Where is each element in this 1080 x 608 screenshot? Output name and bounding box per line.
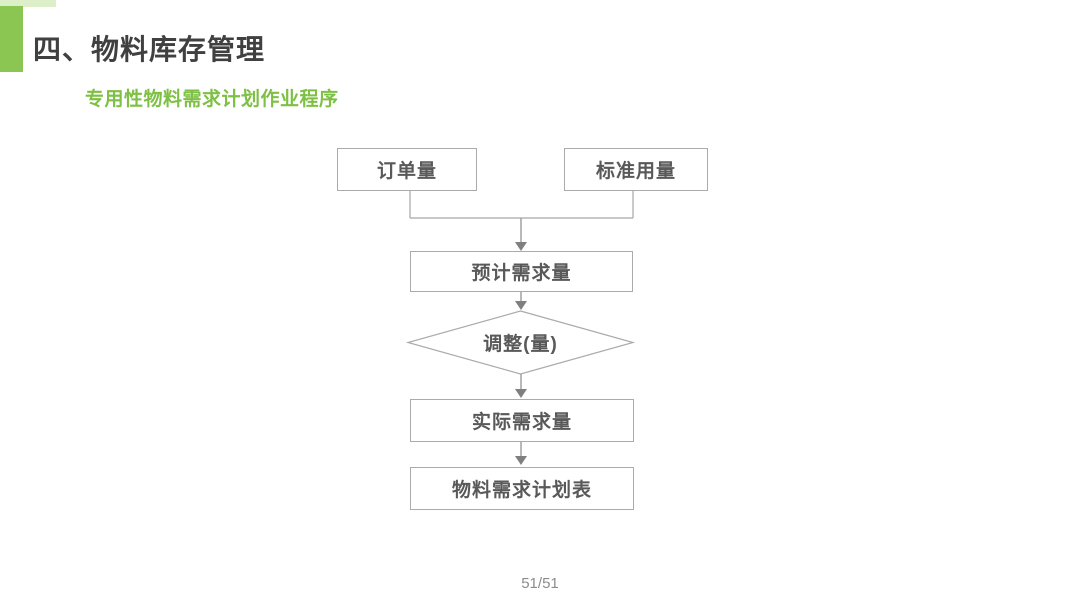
flow-node-adjustment: 调整(量)	[408, 311, 633, 374]
page-title: 四、物料库存管理	[33, 34, 266, 65]
accent-square	[0, 6, 23, 72]
flow-node-label: 调整(量)	[483, 334, 558, 355]
flow-node-label: 标准用量	[595, 161, 676, 182]
page-number: 51/51	[521, 575, 559, 592]
flow-node-label: 订单量	[376, 161, 437, 182]
slide-subtitle: 专用性物料需求计划作业程序	[85, 89, 339, 110]
flow-node-actual-demand: 实际需求量	[410, 399, 634, 442]
flow-node-forecast-demand: 预计需求量	[410, 251, 633, 292]
accent-strip	[0, 0, 56, 7]
flow-node-material-plan: 物料需求计划表	[410, 467, 634, 510]
flow-node-label: 实际需求量	[471, 412, 572, 433]
flow-node-label: 物料需求计划表	[451, 480, 592, 501]
flow-node-order-quantity: 订单量	[337, 148, 477, 191]
flow-node-standard-usage: 标准用量	[564, 148, 708, 191]
flow-node-label: 预计需求量	[471, 263, 572, 284]
